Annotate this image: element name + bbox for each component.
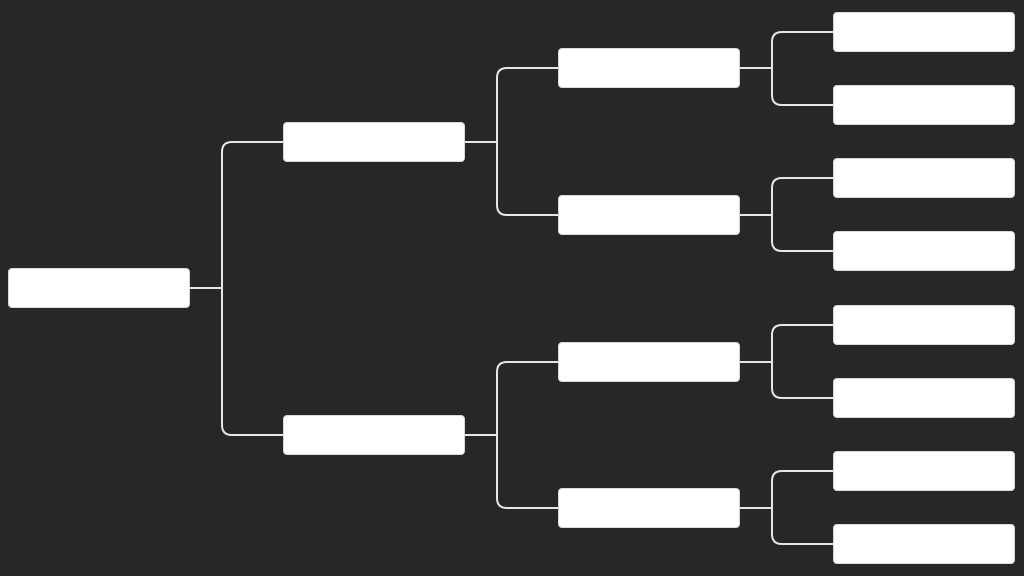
- connector-2-2: [739, 470, 834, 545]
- connector-1-1: [739, 31, 834, 106]
- connector-root: [189, 141, 284, 436]
- level2-node-2[interactable]: [558, 195, 740, 235]
- level3-node-4[interactable]: [833, 231, 1015, 271]
- connector-2: [464, 361, 559, 509]
- connector-2-1: [739, 324, 834, 399]
- level2-node-1[interactable]: [558, 48, 740, 88]
- root-node[interactable]: [8, 268, 190, 308]
- level3-node-5[interactable]: [833, 305, 1015, 345]
- level3-node-7[interactable]: [833, 451, 1015, 491]
- level3-node-6[interactable]: [833, 378, 1015, 418]
- level3-node-2[interactable]: [833, 85, 1015, 125]
- level3-node-8[interactable]: [833, 524, 1015, 564]
- level1-node-1[interactable]: [283, 122, 465, 162]
- level2-node-4[interactable]: [558, 488, 740, 528]
- connector-1-2: [739, 177, 834, 252]
- connector-1: [464, 67, 559, 216]
- level1-node-2[interactable]: [283, 415, 465, 455]
- level2-node-3[interactable]: [558, 342, 740, 382]
- level3-node-1[interactable]: [833, 12, 1015, 52]
- level3-node-3[interactable]: [833, 158, 1015, 198]
